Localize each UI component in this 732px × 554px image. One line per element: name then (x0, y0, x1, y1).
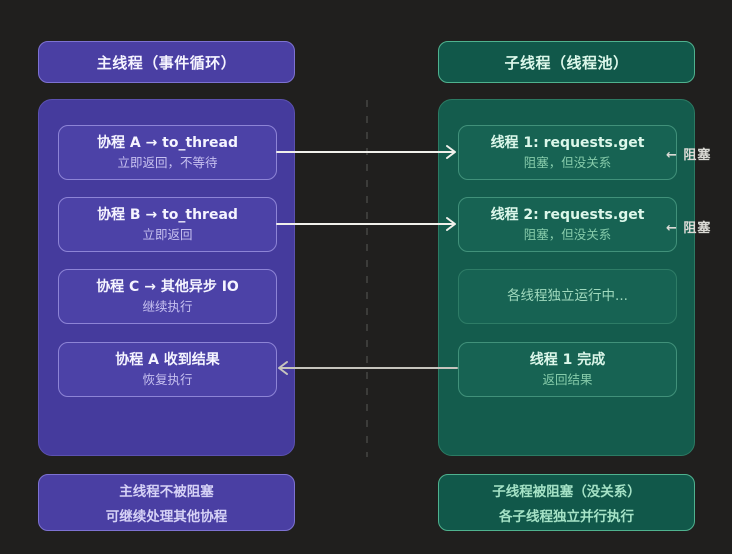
thread-1-done-subtitle: 返回结果 (542, 371, 593, 387)
thread-1-done-title: 线程 1 完成 (529, 352, 606, 369)
main-thread-header: 主线程（事件循环） (38, 41, 295, 83)
thread-1-title: 线程 1: requests.get (490, 135, 645, 152)
arrow-result-return (278, 361, 458, 375)
thread-pool-summary-line2: 各子线程独立并行执行 (499, 509, 634, 525)
threads-running-box: 各线程独立运行中... (458, 269, 677, 324)
thread-pool-header-label: 子线程（线程池） (504, 53, 629, 72)
main-thread-summary-box: 主线程不被阻塞 可继续处理其他协程 (38, 474, 295, 531)
coroutine-a-result-subtitle: 恢复执行 (142, 371, 193, 387)
arrow-coroutine-b-to-thread2 (276, 217, 456, 231)
thread-pool-container: 线程 1: requests.get 阻塞，但没关系 线程 2: request… (438, 99, 695, 456)
blocking-label-thread2: ← 阻塞 (666, 221, 712, 236)
coroutine-c-box: 协程 C → 其他异步 IO 继续执行 (58, 269, 277, 324)
coroutine-a-result-title: 协程 A 收到结果 (115, 352, 220, 369)
coroutine-c-subtitle: 继续执行 (142, 298, 193, 314)
coroutine-b-subtitle: 立即返回 (142, 226, 193, 242)
coroutine-b-box: 协程 B → to_thread 立即返回 (58, 197, 277, 252)
coroutine-b-title: 协程 B → to_thread (97, 207, 238, 224)
main-thread-summary-line1: 主线程不被阻塞 (119, 484, 214, 500)
blocking-label-thread1: ← 阻塞 (666, 148, 712, 163)
main-thread-header-label: 主线程（事件循环） (96, 53, 237, 72)
thread-2-subtitle: 阻塞，但没关系 (523, 226, 612, 242)
thread-pool-summary-box: 子线程被阻塞（没关系） 各子线程独立并行执行 (438, 474, 695, 531)
thread-pool-summary-line1: 子线程被阻塞（没关系） (492, 484, 641, 500)
coroutine-a-subtitle: 立即返回，不等待 (117, 154, 218, 170)
main-thread-container: 协程 A → to_thread 立即返回，不等待 协程 B → to_thre… (38, 99, 295, 456)
thread-2-box: 线程 2: requests.get 阻塞，但没关系 (458, 197, 677, 252)
thread-2-title: 线程 2: requests.get (490, 207, 645, 224)
thread-1-subtitle: 阻塞，但没关系 (523, 154, 612, 170)
coroutine-a-result-box: 协程 A 收到结果 恢复执行 (58, 342, 277, 397)
thread-1-box: 线程 1: requests.get 阻塞，但没关系 (458, 125, 677, 180)
coroutine-c-title: 协程 C → 其他异步 IO (96, 279, 239, 296)
main-thread-summary-line2: 可继续处理其他协程 (105, 509, 228, 525)
thread-1-done-box: 线程 1 完成 返回结果 (458, 342, 677, 397)
arrow-coroutine-a-to-thread1 (276, 145, 456, 159)
threads-running-label: 各线程独立运行中... (507, 288, 628, 305)
coroutine-a-title: 协程 A → to_thread (96, 135, 239, 152)
thread-pool-header: 子线程（线程池） (438, 41, 695, 83)
coroutine-a-box: 协程 A → to_thread 立即返回，不等待 (58, 125, 277, 180)
